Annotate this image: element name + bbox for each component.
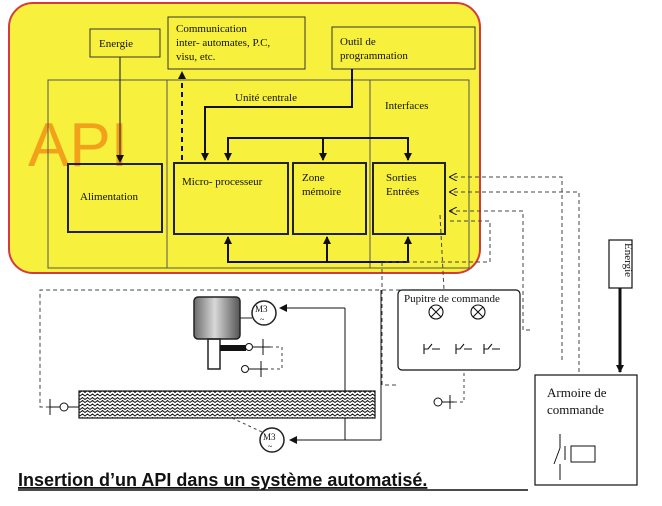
motor-2: M3 ~ [259,427,285,453]
alimentation-block: Alimentation [67,163,163,233]
zone-line1: Zone [302,172,325,184]
limit-switch-dashed [268,346,283,370]
communication-block: Communication inter- automates, P.C, vis… [167,16,306,70]
sensor-bottom [433,372,465,409]
io-dashed-lines [39,177,580,408]
sorties-entrees-block: Sorties Entrées [372,162,446,235]
alimentation-text: Alimentation [80,191,139,203]
motor2-dashed-link [231,417,263,433]
energie-right-text: Energie [622,243,634,277]
outil-line2: programmation [340,50,408,62]
cylinder-actuator [193,296,252,370]
sorties-text: Sorties [386,172,417,184]
communication-line3: visu, etc. [176,51,216,63]
motor-1-label: M3 [255,304,268,314]
pupitre-de-commande: Pupitre de commande [397,289,521,371]
energie-right-block: Energie [608,239,634,289]
api-outer-frame [47,79,470,269]
microprocesseur-block: Micro- processeur [173,162,289,235]
armoire-line2: commande [547,402,604,417]
energie-text: Energie [99,38,133,50]
motor-2-label: M3 [263,432,276,442]
communication-line1: Communication [176,23,247,35]
line-motor1 [290,308,346,441]
communication-line2: inter- automates, P.C, [176,37,270,49]
zone-line2: mémoire [302,186,341,198]
sensor-left [49,399,79,415]
microprocesseur-text: Micro- processeur [182,176,263,188]
pupitre-label: Pupitre de commande [404,293,500,305]
interfaces-label: Interfaces [385,100,428,112]
arrow-outil-to-microprocesseur [201,69,353,161]
zone-memoire-block: Zone mémoire [292,162,367,235]
armoire-de-commande: Armoire de commande [534,374,638,486]
api-label: API [28,111,128,180]
motor-1: M3 ~ [251,300,277,326]
caption: Insertion d’un API dans un système autom… [18,470,427,490]
limit-switch-2 [241,361,268,377]
unite-centrale-label: Unité centrale [235,92,297,104]
motor-1-tilde: ~ [260,315,265,324]
motor2-feed [289,290,382,444]
energie-block: Energie [89,28,161,58]
motor-2-tilde: ~ [268,442,273,451]
limit-switch-1 [245,339,270,355]
entrees-text: Entrées [386,186,419,198]
armoire-line1: Armoire de [547,385,607,400]
outil-line1: Outil de [340,36,376,48]
outil-programmation-block: Outil de programmation [331,26,476,70]
conveyor-belt [78,390,376,419]
